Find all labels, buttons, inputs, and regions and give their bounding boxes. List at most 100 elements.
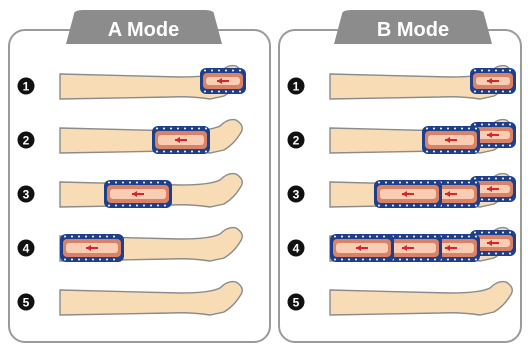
cuff-stitch	[461, 205, 463, 207]
cuff-stitch	[468, 259, 470, 261]
cuff-stitch	[348, 236, 350, 238]
cuff-stitch	[129, 182, 131, 184]
cuff-stitch	[420, 205, 422, 207]
step-number: 1	[23, 80, 30, 94]
cuff-stitch	[509, 145, 511, 147]
cuff-stitch	[481, 70, 483, 72]
step-number: 3	[23, 188, 30, 202]
step-number: 2	[293, 134, 300, 148]
cuff-stitch	[454, 236, 456, 238]
cuff-stitch	[468, 151, 470, 153]
cuff-stitch	[474, 91, 476, 93]
step-number: 2	[23, 134, 30, 148]
cuff-stitch	[376, 236, 378, 238]
cuff-stitch	[481, 124, 483, 126]
cuff-stitch	[225, 70, 227, 72]
cuff-stitch	[495, 199, 497, 201]
cuff-stitch	[106, 259, 108, 261]
cuff-stitch	[427, 236, 429, 238]
cuff-stitch	[184, 128, 186, 130]
cuff-stitch	[392, 205, 394, 207]
cuff-stitch	[341, 236, 343, 238]
cuff-stitch	[78, 236, 80, 238]
cuff-stitch	[150, 182, 152, 184]
cuff-stitch	[434, 182, 436, 184]
cuff-stitch	[461, 182, 463, 184]
cuff-stitch	[454, 259, 456, 261]
cuff-stitch	[509, 232, 511, 234]
cuff-stitch	[218, 91, 220, 93]
cuff-stitch	[474, 178, 476, 180]
cuff-stitch	[488, 145, 490, 147]
cuff-stitch	[420, 259, 422, 261]
cuff-stitch	[239, 91, 241, 93]
cuff-stitch	[225, 91, 227, 93]
cuff-stitch	[362, 236, 364, 238]
cuff-stitch	[369, 236, 371, 238]
step-number: 3	[293, 188, 300, 202]
cuff-stitch	[385, 182, 387, 184]
cuff-stitch	[92, 259, 94, 261]
cuff-stitch	[108, 205, 110, 207]
cuff-stitch	[468, 236, 470, 238]
cuff-stitch	[232, 91, 234, 93]
cuff-stitch	[447, 182, 449, 184]
cuff-stitch	[434, 236, 436, 238]
cuff-stitch	[502, 253, 504, 255]
cuff-stitch	[420, 236, 422, 238]
cuff-stitch	[113, 259, 115, 261]
cuff-stitch	[156, 151, 158, 153]
step-number: 4	[23, 242, 30, 256]
cuff-stitch	[99, 259, 101, 261]
cuff-stitch	[157, 205, 159, 207]
cuff-stitch	[64, 236, 66, 238]
cuff-stitch	[488, 91, 490, 93]
cuff-stitch	[426, 128, 428, 130]
cuff-stitch	[502, 178, 504, 180]
cuff-stitch	[406, 182, 408, 184]
cuff-stitch	[495, 145, 497, 147]
cuff-stitch	[495, 178, 497, 180]
cuff-stitch	[475, 151, 477, 153]
cuff-stitch	[106, 236, 108, 238]
cuff-stitch	[454, 205, 456, 207]
cuff-stitch	[468, 128, 470, 130]
cuff-stitch	[392, 182, 394, 184]
cuff-stitch	[64, 259, 66, 261]
cuff-stitch	[488, 70, 490, 72]
cuff-stitch	[399, 205, 401, 207]
cuff-stitch	[71, 236, 73, 238]
cuff-stitch	[434, 205, 436, 207]
cuff-stitch	[426, 151, 428, 153]
cuff-stitch	[177, 151, 179, 153]
cuff-stitch	[85, 259, 87, 261]
cuff-stitch	[191, 151, 193, 153]
cuff-stitch	[92, 236, 94, 238]
cuff-stitch	[99, 236, 101, 238]
cuff-stitch	[481, 145, 483, 147]
cuff-stitch	[211, 70, 213, 72]
cuff-stitch	[170, 128, 172, 130]
step-number: 1	[293, 80, 300, 94]
cuff-stitch	[475, 236, 477, 238]
cuff-stitch	[355, 236, 357, 238]
cuff-stitch	[399, 236, 401, 238]
cuff-stitch	[157, 182, 159, 184]
panel-a-title: A Mode	[66, 10, 221, 50]
cuff-stitch	[334, 236, 336, 238]
cuff-stitch	[413, 236, 415, 238]
cuff-stitch	[509, 253, 511, 255]
cuff-stitch	[163, 128, 165, 130]
cuff-stitch	[205, 128, 207, 130]
cuff-stitch	[376, 259, 378, 261]
cuff-stitch	[122, 205, 124, 207]
cuff-stitch	[383, 259, 385, 261]
cuff-stitch	[191, 128, 193, 130]
cuff-stitch	[474, 70, 476, 72]
cuff-stitch	[218, 70, 220, 72]
cuff-stitch	[177, 128, 179, 130]
cuff-stitch	[481, 178, 483, 180]
cuff-stitch	[495, 70, 497, 72]
